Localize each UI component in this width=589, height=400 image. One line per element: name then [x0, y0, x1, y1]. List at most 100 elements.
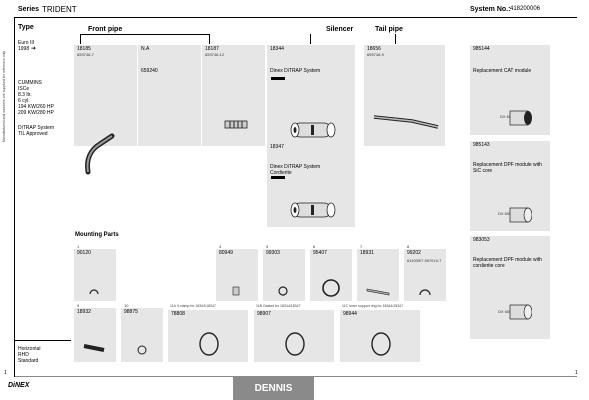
ring-icon [322, 279, 340, 297]
mounting-card[interactable]: 1 90120 [74, 244, 116, 301]
mount-index: 9 [77, 303, 80, 308]
mounting-card[interactable]: 10 98875 [121, 303, 163, 362]
mounting-card[interactable]: 98907 [254, 310, 334, 362]
clamp-icon [419, 289, 431, 296]
part-desc: 659240 [141, 68, 158, 74]
gasket-icon [285, 332, 305, 356]
mounting-card[interactable]: 98944 [340, 310, 420, 362]
euro-text: Euro III [18, 40, 35, 46]
part-number: 78808 [171, 311, 185, 317]
mounting-card[interactable]: 5 99303 [263, 244, 305, 301]
front-pipe-icon [85, 133, 115, 175]
part-card[interactable]: 18187 659746-12 [202, 45, 265, 146]
part-desc: Dinex DiTRAP System [270, 164, 321, 170]
approval-line: TIL Approved [18, 131, 48, 137]
mounting-card[interactable]: 4 80949 [216, 244, 258, 301]
sidebar-border [14, 17, 15, 377]
system-value: 418200006 [510, 6, 541, 12]
flex-pipe-icon [224, 120, 248, 129]
part-number: 983053 [473, 237, 490, 243]
part-number: 98907 [257, 311, 271, 317]
engine-line: CUMMINS [18, 80, 42, 86]
mounting-card[interactable]: 8 99202 611009/7 657019-7 [404, 244, 446, 301]
silencer-heading: Silencer [326, 26, 354, 33]
bracket-tick [80, 34, 81, 44]
part-card[interactable]: 18347 Dinex DiTRAP System Cordierite [267, 143, 355, 227]
mounting-card[interactable]: 78808 [168, 310, 248, 362]
year-text: 1998 [18, 46, 30, 52]
part-number: 95407 [313, 250, 327, 256]
orientation-line: RHD [18, 352, 29, 358]
mounting-parts-heading: Mounting Parts [75, 232, 119, 238]
page-number-left: 1 [4, 370, 7, 376]
mount-index: 6 [313, 244, 316, 249]
arrow-icon: ➔ [31, 46, 37, 52]
replacement-card[interactable]: 985144 Replacement CAT module DX 6562 [470, 45, 550, 135]
module-tag: DX 6563 [498, 211, 514, 216]
part-desc: Replacement CAT module [473, 68, 532, 74]
silencer-bracket-tick [310, 34, 311, 44]
part-desc: Replacement DPF module with SiC core [473, 162, 542, 174]
bracket-icon [366, 288, 390, 296]
replacement-card[interactable]: 985143 Replacement DPF module with SiC c… [470, 141, 550, 231]
ring-icon [137, 345, 147, 355]
part-card[interactable]: 18185 659746-7 [74, 45, 137, 175]
front-pipe-bracket [80, 34, 210, 35]
part-sub: 611009/7 657019-7 [407, 258, 442, 263]
v-clamp-icon [199, 332, 219, 356]
tail-pipe-heading: Tail pipe [375, 26, 403, 33]
engine-block: CUMMINS ISCe 8.3 ltr. 6 cyl. 194 KW/260 … [18, 80, 78, 116]
mount-index: 10 [124, 303, 129, 308]
system-label: System No.: [470, 6, 511, 13]
part-sub: 659746-7 [77, 52, 94, 57]
clamp-icon [89, 289, 99, 295]
part-number: 80949 [219, 250, 233, 256]
part-number: 98944 [343, 311, 357, 317]
dinex-logo-icon [271, 176, 285, 179]
engine-line: 209 KW/280 HP [18, 110, 54, 116]
part-number: 99202 [407, 250, 421, 256]
approval-line: DiTRAP System [18, 125, 55, 131]
part-sub: 659746-12 [205, 52, 225, 57]
silencer-icon [290, 122, 336, 138]
type-heading: Type [18, 24, 34, 31]
part-sub: 659746-9 [367, 52, 384, 57]
front-pipe-heading: Front pipe [88, 26, 123, 33]
part-card[interactable]: N.A 659240 [138, 45, 201, 146]
part-desc: Cordierite [270, 170, 292, 176]
mount-title: 11C Inner support ring for 18344/18347 [342, 304, 404, 308]
part-card[interactable]: 18344 Dinex DiTRAP System [267, 45, 355, 146]
tail-bracket-tick [395, 34, 396, 44]
part-card[interactable]: 18656 659746-9 [364, 45, 445, 146]
part-number: 90120 [77, 250, 91, 256]
support-ring-icon [371, 332, 391, 356]
mounting-card[interactable]: 6 95407 [310, 244, 352, 301]
mounting-card[interactable]: 9 18932 [74, 303, 116, 362]
model-tab[interactable]: DENNIS [233, 376, 314, 400]
mount-title: 11A V-clamp for 18344/18347 [170, 304, 216, 308]
engine-line: 8.3 ltr. [18, 92, 32, 98]
dpf-module-icon [509, 207, 532, 223]
dinex-logo-icon [271, 77, 285, 80]
replacement-card[interactable]: 983053 Replacement DPF module with cordi… [470, 236, 550, 339]
side-note: Manufactured and numbers are supplied fo… [2, 50, 6, 142]
page-number-right: 1 [575, 370, 578, 376]
orientation-line: Standard [18, 358, 39, 364]
orientation-block: Horizontal RHD Standard [18, 346, 41, 364]
mounting-card[interactable]: 7 18931 [357, 244, 399, 301]
engine-line: 194 KW/260 HP [18, 104, 54, 110]
clamp-icon [278, 286, 288, 296]
part-number: 18931 [360, 250, 374, 256]
series-value: TRIDENT [42, 5, 77, 14]
cat-module-icon [509, 110, 532, 126]
series-label: Series [18, 6, 40, 13]
part-number: 99303 [266, 250, 280, 256]
sidebar-divider [15, 340, 71, 341]
part-number: 18656 [367, 46, 381, 52]
part-desc: Replacement DPF module with cordierite c… [473, 257, 542, 269]
part-number: 18187 [205, 46, 219, 52]
module-tag: DX 6562 [500, 114, 516, 119]
mount-index: 1 [77, 244, 80, 249]
tail-pipe-icon [373, 115, 439, 129]
part-number: 18344 [270, 46, 284, 52]
